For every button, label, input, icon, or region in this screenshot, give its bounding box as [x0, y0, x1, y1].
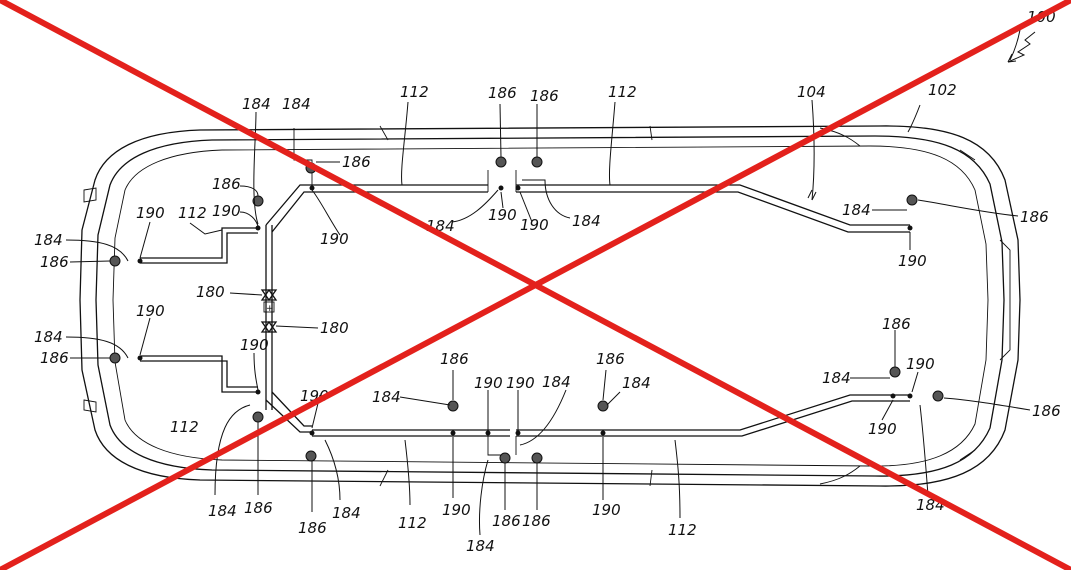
label-sensor: 186	[492, 512, 521, 530]
connector-180-lower	[260, 320, 278, 334]
label-node: 190	[474, 374, 503, 392]
label-node: 190	[240, 336, 269, 354]
label-node: 190	[136, 204, 165, 222]
label-sensor: 186	[40, 253, 69, 271]
label-connector: 180	[196, 283, 225, 301]
label-node: 190	[520, 216, 549, 234]
label-node: 190	[898, 252, 927, 270]
label-sensor: 186	[522, 512, 551, 530]
figure-arrow-icon	[1007, 31, 1036, 63]
label-node: 190	[488, 206, 517, 224]
label-junction: 184	[282, 95, 311, 113]
label-junction: 184	[466, 537, 495, 555]
label-conduit: 112	[178, 204, 207, 222]
label-sensor: 186	[530, 87, 559, 105]
label-sensor: 186	[40, 349, 69, 367]
label-node: 190	[212, 202, 241, 220]
label-junction: 184	[332, 504, 361, 522]
label-conduit: 112	[170, 418, 199, 436]
label-harness: 104	[797, 83, 826, 101]
label-node: 190	[320, 230, 349, 248]
label-conduit: 112	[608, 83, 637, 101]
reference-labels: 100 102 104 112 112 112 112 112 112 180 …	[34, 8, 1061, 555]
sensor-nodes	[109, 156, 944, 464]
label-sensor: 186	[882, 315, 911, 333]
label-sensor: 186	[342, 153, 371, 171]
label-sensor: 186	[298, 519, 327, 537]
label-node: 190	[906, 355, 935, 373]
label-sensor: 186	[212, 175, 241, 193]
harness-arrow-icon	[807, 189, 817, 201]
label-junction: 184	[34, 328, 63, 346]
label-sensor: 186	[596, 350, 625, 368]
label-junction: 184	[242, 95, 271, 113]
label-junction: 184	[34, 231, 63, 249]
label-conduit: 112	[398, 514, 427, 532]
label-node: 190	[442, 501, 471, 519]
label-node: 190	[136, 302, 165, 320]
label-junction: 184	[572, 212, 601, 230]
label-junction: 184	[542, 373, 571, 391]
connector-180-upper: +	[260, 288, 278, 314]
label-sensor: 186	[1020, 208, 1049, 226]
label-conduit: 112	[400, 83, 429, 101]
label-node: 190	[868, 420, 897, 438]
label-junction: 184	[372, 388, 401, 406]
label-node: 190	[592, 501, 621, 519]
svg-text:+: +	[266, 304, 274, 314]
junction-dots	[137, 185, 913, 436]
label-junction: 184	[622, 374, 651, 392]
harness-conduit	[140, 128, 910, 456]
label-sensor: 186	[244, 499, 273, 517]
label-sensor: 186	[1032, 402, 1061, 420]
label-conduit: 112	[668, 521, 697, 539]
label-vehicle: 102	[928, 81, 957, 99]
label-connector: 180	[320, 319, 349, 337]
leader-lines	[65, 29, 1031, 536]
label-junction: 184	[842, 201, 871, 219]
label-node: 190	[506, 374, 535, 392]
label-junction: 184	[208, 502, 237, 520]
label-sensor: 186	[440, 350, 469, 368]
label-junction: 184	[822, 369, 851, 387]
label-sensor: 186	[488, 84, 517, 102]
